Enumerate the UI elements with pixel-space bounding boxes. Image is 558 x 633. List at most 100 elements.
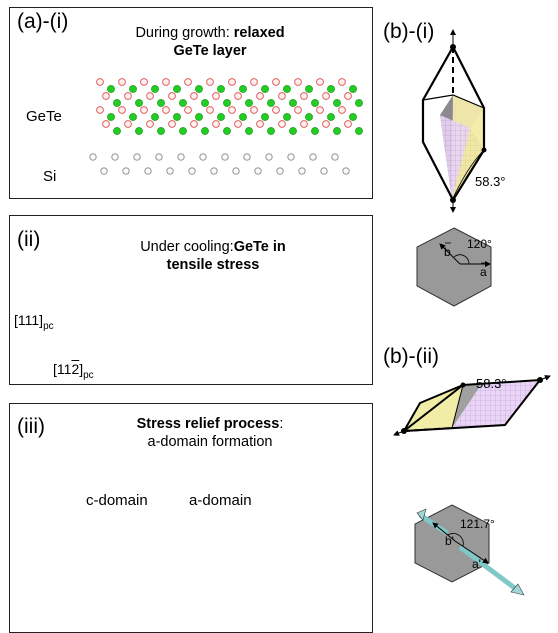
axis-horizontal-label: [112]pc bbox=[53, 361, 94, 381]
si-atom bbox=[210, 167, 218, 175]
si-atom bbox=[331, 153, 339, 161]
si-atom bbox=[243, 153, 251, 161]
panel-a-i-tag: (a)-(i) bbox=[17, 10, 69, 33]
si-atom bbox=[122, 167, 130, 175]
ge-atom bbox=[217, 85, 225, 93]
ge-atom bbox=[289, 127, 297, 135]
si-atom bbox=[254, 167, 262, 175]
si-atom bbox=[276, 167, 284, 175]
ge-atom bbox=[267, 99, 275, 107]
ge-atom bbox=[135, 99, 143, 107]
si-atom bbox=[342, 167, 350, 175]
panel-iii bbox=[9, 403, 373, 633]
panel-a-i-caption-bold-1: relaxed bbox=[233, 25, 285, 41]
panel-a-i-caption-bold-2: GeTe layer bbox=[173, 43, 247, 59]
te-atom bbox=[118, 106, 126, 114]
te-atom bbox=[256, 120, 264, 128]
te-atom bbox=[272, 106, 280, 114]
ge-atom bbox=[239, 85, 247, 93]
te-atom bbox=[344, 92, 352, 100]
ge-atom bbox=[173, 113, 181, 121]
ge-atom bbox=[333, 99, 341, 107]
te-atom bbox=[184, 106, 192, 114]
panel-iii-caption-bold: Stress relief process bbox=[136, 416, 280, 432]
ge-atom bbox=[245, 127, 253, 135]
axis-horizontal-bar: 2 bbox=[71, 361, 80, 377]
te-atom bbox=[294, 78, 302, 86]
axis-vertical-text: [111] bbox=[14, 312, 44, 328]
te-atom bbox=[168, 92, 176, 100]
ge-atom bbox=[283, 113, 291, 121]
te-atom bbox=[190, 92, 198, 100]
te-atom bbox=[168, 120, 176, 128]
panel-a-i-caption: During growth: relaxed GeTe layer bbox=[110, 24, 310, 60]
si-atom bbox=[111, 153, 119, 161]
ge-atom bbox=[179, 127, 187, 135]
si-atom bbox=[188, 167, 196, 175]
hex-i-vec-a: a bbox=[480, 265, 487, 279]
te-atom bbox=[234, 92, 242, 100]
axis-horizontal-text: [11 bbox=[53, 361, 72, 377]
te-atom bbox=[338, 106, 346, 114]
rhombohedron-ii: 58.3° bbox=[393, 375, 551, 436]
te-atom bbox=[256, 92, 264, 100]
si-atom bbox=[100, 167, 108, 175]
ge-atom bbox=[349, 85, 357, 93]
ge-atom bbox=[179, 99, 187, 107]
ge-atom bbox=[239, 113, 247, 121]
panel-iii-caption: Stress relief process: a-domain formatio… bbox=[110, 415, 310, 451]
ge-atom bbox=[195, 113, 203, 121]
rhombohedron-i bbox=[421, 29, 487, 213]
panel-ii-tag: (ii) bbox=[17, 228, 41, 251]
axis-vertical-label: [111]pc bbox=[14, 312, 54, 332]
hex-ii-vec-b: b' bbox=[445, 534, 454, 548]
ge-atom bbox=[311, 127, 319, 135]
hex-ii-angle: 121.7° bbox=[460, 517, 495, 531]
ge-atom bbox=[261, 85, 269, 93]
ge-atom bbox=[267, 127, 275, 135]
te-atom bbox=[228, 78, 236, 86]
ge-atom bbox=[173, 85, 181, 93]
axis-vertical-sub: pc bbox=[43, 320, 54, 332]
ge-atom bbox=[157, 127, 165, 135]
ge-atom bbox=[289, 99, 297, 107]
si-atom bbox=[89, 153, 97, 161]
si-atom bbox=[320, 167, 328, 175]
ge-atom bbox=[151, 113, 159, 121]
te-atom bbox=[272, 78, 280, 86]
te-atom bbox=[190, 120, 198, 128]
ge-atom bbox=[261, 113, 269, 121]
si-atom bbox=[199, 153, 207, 161]
te-atom bbox=[344, 120, 352, 128]
te-atom bbox=[322, 92, 330, 100]
hexagon-ii: 121.7° b' a' bbox=[414, 504, 525, 596]
panel-a-i-caption-prefix: During growth: bbox=[135, 25, 234, 41]
ge-atom bbox=[223, 99, 231, 107]
ge-atom bbox=[195, 85, 203, 93]
ge-atom bbox=[135, 127, 143, 135]
te-atom bbox=[316, 106, 324, 114]
panel-iii-tag: (iii) bbox=[17, 415, 45, 438]
te-atom bbox=[278, 120, 286, 128]
b-i-angle-label: 58.3° bbox=[475, 174, 506, 189]
panel-iii-caption-colon: : bbox=[279, 416, 284, 432]
ge-atom bbox=[245, 99, 253, 107]
panel-ii-caption-bold-2: tensile stress bbox=[166, 257, 260, 273]
te-atom bbox=[124, 92, 132, 100]
si-atom bbox=[177, 153, 185, 161]
te-atom bbox=[250, 106, 258, 114]
te-atom bbox=[140, 106, 148, 114]
te-atom bbox=[118, 78, 126, 86]
b-ii-angle-label: 58.3° bbox=[476, 376, 507, 391]
ge-atom bbox=[157, 99, 165, 107]
te-atom bbox=[316, 78, 324, 86]
te-atom bbox=[294, 106, 302, 114]
ge-atom bbox=[129, 85, 137, 93]
ge-atom bbox=[107, 85, 115, 93]
si-atom bbox=[155, 153, 163, 161]
ge-atom bbox=[333, 127, 341, 135]
ge-atom bbox=[355, 127, 363, 135]
te-atom bbox=[184, 78, 192, 86]
hex-i-vec-b: b bbox=[444, 245, 451, 259]
ge-atom bbox=[305, 113, 313, 121]
